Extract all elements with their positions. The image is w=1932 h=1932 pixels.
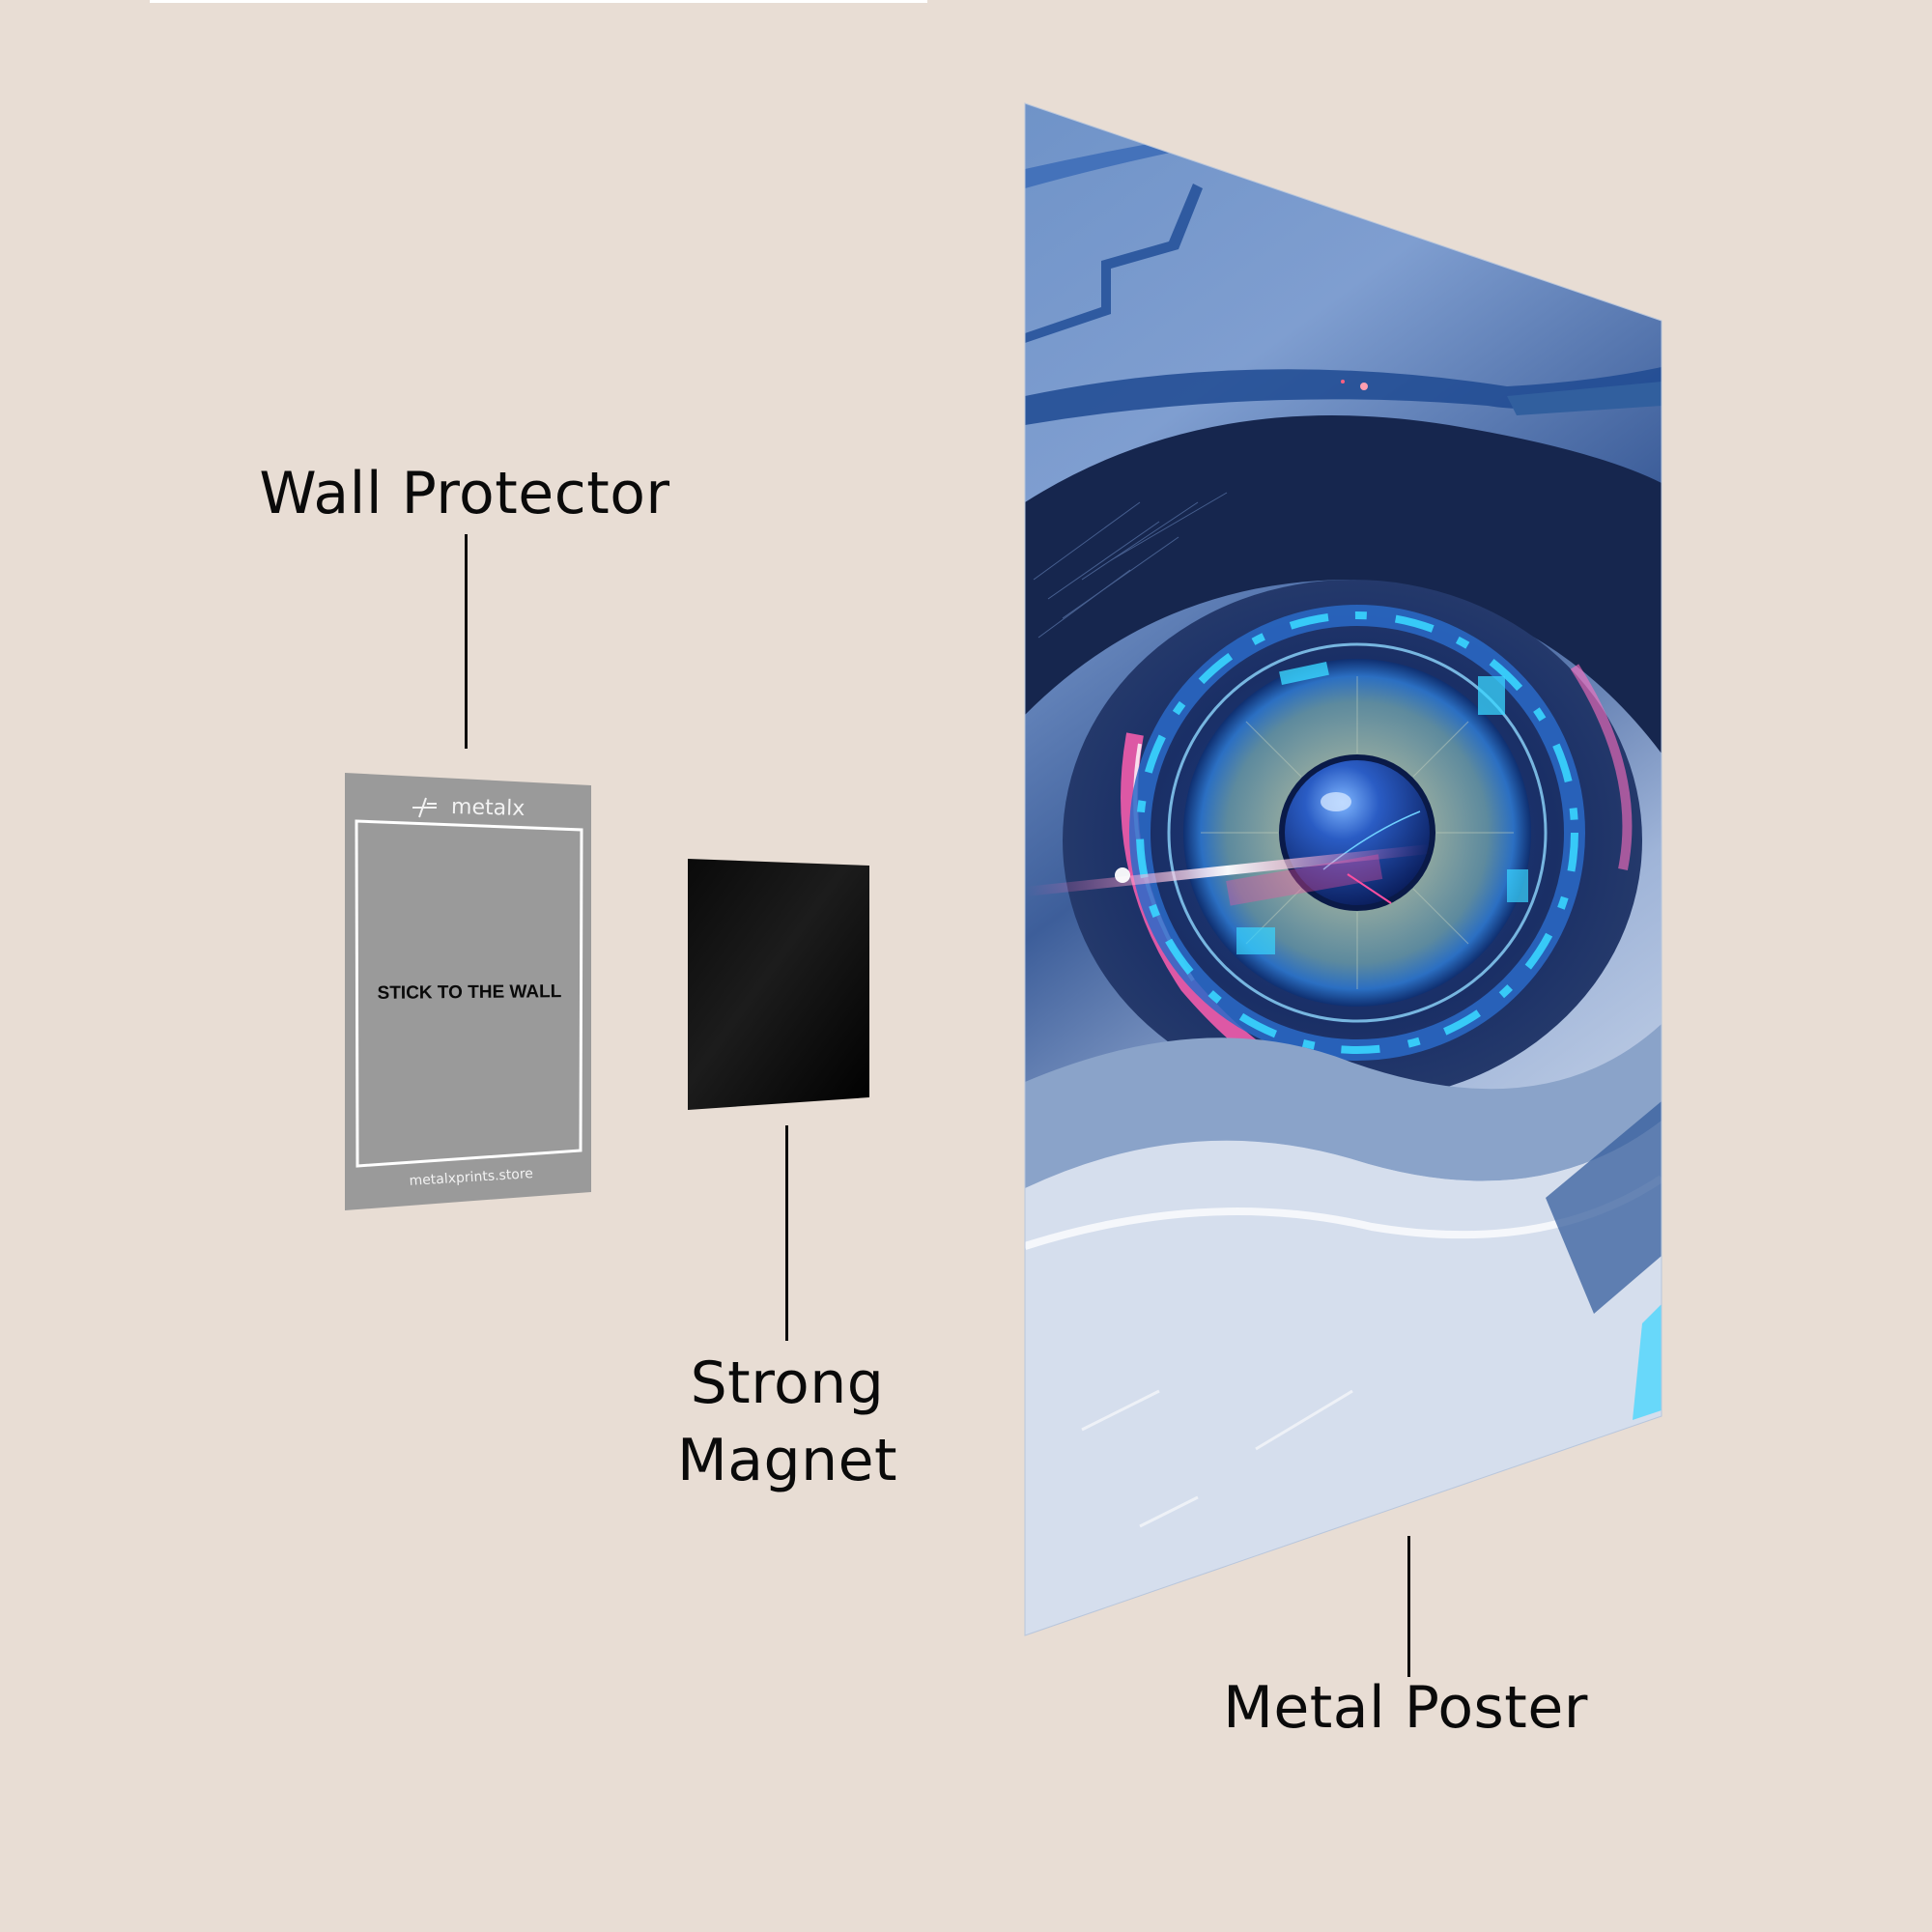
metal-poster [1025,103,1662,1635]
strong-magnet-label-line2: Magnet [676,1427,898,1494]
website-url: metalxprints.store [409,1166,533,1189]
metal-poster-label: Metal Poster [1223,1674,1588,1742]
metalx-logo-icon [412,797,437,818]
strong-magnet-label-line1: Strong [690,1350,885,1417]
strong-magnet-label: Strong Magnet [638,1345,937,1499]
stick-instruction: STICK TO THE WALL [378,981,562,1004]
top-edge-strip [150,0,927,3]
magnet-leader-line [785,1125,788,1341]
wall-protector-card: metalx STICK TO THE WALL metalxprints.st… [345,773,591,1210]
magnet-plate [688,859,869,1110]
wall-protector-leader-line [465,534,468,749]
brand-name: metalx [451,795,526,821]
wall-protector-label: Wall Protector [259,460,670,527]
metal-poster-leader-line [1407,1536,1410,1677]
